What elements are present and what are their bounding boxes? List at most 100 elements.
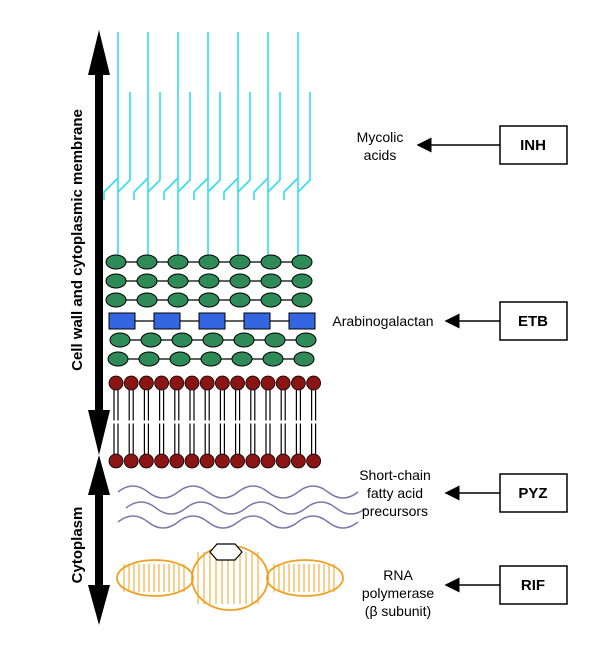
lipid-head <box>230 453 246 469</box>
sugar-ellipse <box>107 351 129 367</box>
lipid-head <box>169 453 185 469</box>
lipid-head <box>123 453 139 469</box>
sugar-ellipse <box>293 351 315 367</box>
mycolic-chain <box>193 32 221 262</box>
sugar-ellipse <box>140 332 162 348</box>
target-pyz: Short-chain fatty acid precursors PYZ <box>359 467 568 519</box>
arabinan-block <box>198 312 226 330</box>
target-etb: Arabinogalactan ETB <box>332 301 568 341</box>
sugar-ellipse <box>264 332 286 348</box>
mycolic-acid-chains <box>103 32 311 262</box>
target-label-line: fatty acid <box>367 485 423 501</box>
drug-label-inh: INH <box>520 137 546 154</box>
drug-box <box>499 473 568 513</box>
sugar-ellipse <box>105 273 127 289</box>
sugar-ellipse <box>200 351 222 367</box>
drug-box <box>499 301 568 341</box>
lipid-head <box>275 375 291 391</box>
sugar-ellipse <box>136 273 158 289</box>
lipid-head <box>154 375 170 391</box>
arabinan-block <box>243 312 271 330</box>
lipid-head <box>306 375 322 391</box>
arabinan-block <box>288 312 316 330</box>
fatty-acid-wave <box>117 515 359 529</box>
sugar-ellipse <box>260 273 282 289</box>
sugar-ellipse <box>229 273 251 289</box>
lipid-head <box>138 375 154 391</box>
target-label-line: (β subunit) <box>365 603 431 619</box>
lipid-head <box>230 375 246 391</box>
sugar-ellipse <box>105 254 127 270</box>
rna-polymerase-shape <box>116 543 344 611</box>
rna-lobe-right <box>266 559 344 597</box>
sugar-ellipse <box>233 332 255 348</box>
lipid-head <box>245 375 261 391</box>
mycolic-chain <box>223 32 251 262</box>
sugar-ellipse <box>202 332 224 348</box>
lipid-head <box>290 453 306 469</box>
lipid-head <box>199 453 215 469</box>
cell-wall-label: Cell wall and cytoplasmic membrane <box>69 109 86 371</box>
lipid-head <box>290 375 306 391</box>
sugar-ellipse <box>138 351 160 367</box>
sugar-ellipse <box>229 254 251 270</box>
target-inh: Mycolic acids INH <box>357 125 568 165</box>
sugar-ellipse <box>105 292 127 308</box>
sugar-ellipse <box>167 254 189 270</box>
lipid-head <box>199 375 215 391</box>
sugar-ellipse <box>231 351 253 367</box>
fatty-acid-wave <box>125 501 367 515</box>
sugar-ellipse <box>109 332 131 348</box>
mycolic-chain <box>283 32 311 262</box>
sugar-ellipse <box>260 254 282 270</box>
drug-label-etb: ETB <box>518 313 548 330</box>
sugar-ellipse <box>136 254 158 270</box>
lipid-head <box>214 375 230 391</box>
sugar-ellipse <box>198 254 220 270</box>
lipid-head <box>108 375 124 391</box>
target-label-line: Short-chain <box>359 467 431 483</box>
fatty-acid-wave <box>117 485 359 499</box>
arabinan-block <box>153 312 181 330</box>
lipid-head <box>260 375 276 391</box>
target-label-line: polymerase <box>362 585 435 601</box>
lipid-head <box>260 453 276 469</box>
sugar-ellipse <box>198 292 220 308</box>
drug-label-pyz: PYZ <box>518 485 547 502</box>
target-label-line: acids <box>364 147 397 163</box>
drug-label-rif: RIF <box>521 577 545 594</box>
lipid-head <box>138 453 154 469</box>
sugar-ellipse <box>167 292 189 308</box>
sugar-ellipse <box>291 254 313 270</box>
hexagon-icon <box>209 543 243 561</box>
cytoplasm-label: Cytoplasm <box>69 507 86 584</box>
sugar-ellipse <box>167 273 189 289</box>
sugar-ellipse <box>198 273 220 289</box>
lipid-head <box>306 453 322 469</box>
target-rif: RNA polymerase (β subunit) RIF <box>362 565 568 619</box>
cell-wall-double-arrow <box>88 30 110 455</box>
lipid-head <box>245 453 261 469</box>
lipid-head <box>154 453 170 469</box>
sugar-ellipse <box>295 332 317 348</box>
lipid-head <box>108 453 124 469</box>
lipid-head <box>123 375 139 391</box>
sugar-ellipse <box>262 351 284 367</box>
sugar-ellipse <box>291 292 313 308</box>
target-label-line: Mycolic <box>357 129 404 145</box>
lipid-head <box>275 453 291 469</box>
drug-box <box>499 565 568 605</box>
fatty-acid-waves <box>117 485 367 529</box>
sugar-ellipse <box>229 292 251 308</box>
cytoplasm-double-arrow <box>88 455 110 625</box>
lipid-head <box>214 453 230 469</box>
target-label-line: precursors <box>362 503 428 519</box>
mycolic-chain <box>253 32 281 262</box>
arabinogalactan-layer <box>105 254 317 367</box>
mycolic-chain <box>103 32 131 262</box>
target-label-line: RNA <box>383 567 413 583</box>
lipid-bilayer <box>108 375 322 469</box>
lipid-head <box>184 375 200 391</box>
sugar-ellipse <box>136 292 158 308</box>
